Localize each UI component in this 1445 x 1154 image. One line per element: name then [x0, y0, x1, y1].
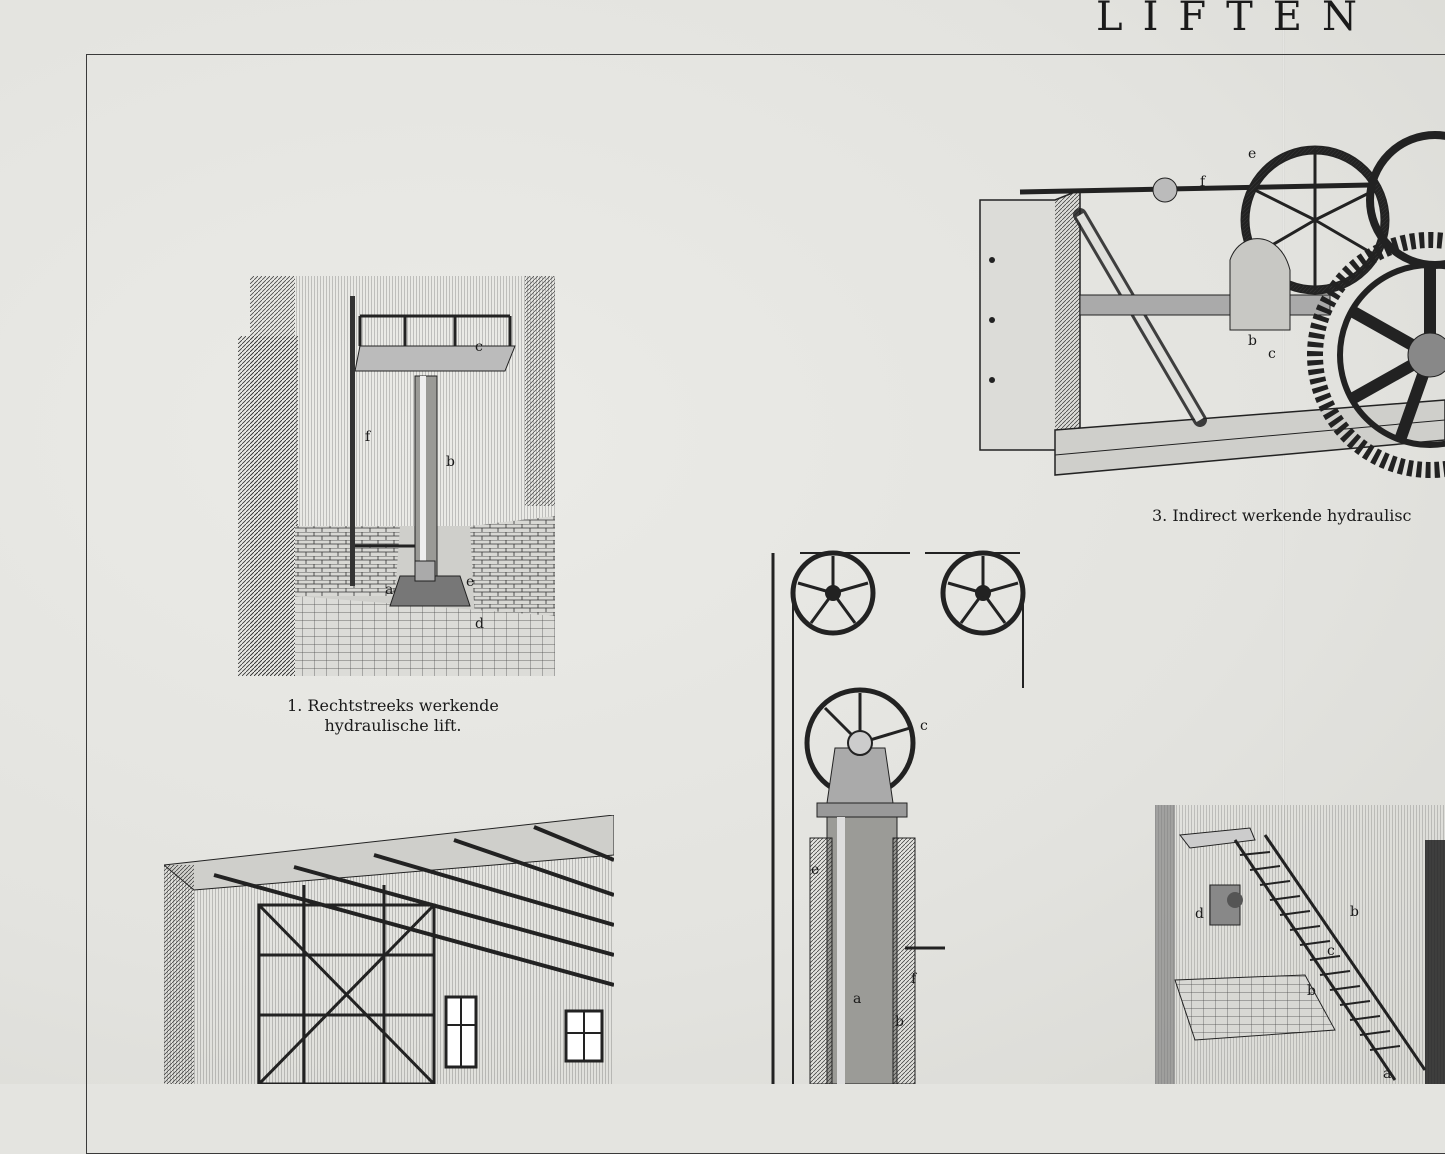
fig1-label-c: c: [475, 339, 483, 355]
fig2-label-e: e: [811, 862, 819, 878]
figure-1-caption-line2: hydraulische lift.: [324, 716, 462, 735]
fig2-label-c: c: [920, 718, 928, 734]
paper-fold: [1282, 0, 1285, 1084]
fig5-label-c: c: [1327, 943, 1335, 959]
staircase: [1233, 834, 1427, 1081]
figure-3-illustration: e f b c: [979, 131, 1445, 478]
machine-d: [1209, 884, 1243, 926]
fig3-label-f: f: [1200, 174, 1207, 190]
figure-3-caption-line1: 3. Indirect werkende hydraulisc: [1152, 506, 1412, 525]
fig3-label-c: c: [1268, 346, 1276, 362]
fig5-label-b: b: [1350, 904, 1359, 920]
fig1-label-e: e: [466, 574, 474, 590]
figure-2-illustration: c e f a b: [771, 550, 1026, 1084]
fig2-label-b: b: [895, 1014, 904, 1030]
figure-1-caption-line1: 1. Rechtstreeks werkende: [287, 696, 499, 715]
figure-4-illustration: [164, 815, 614, 1084]
fig3-label-e: e: [1248, 146, 1256, 162]
fig5-label-a: a: [1383, 1066, 1391, 1082]
fig3-label-b: b: [1248, 333, 1257, 349]
fig1-label-f: f: [365, 429, 372, 445]
fig2-label-a: a: [853, 991, 861, 1007]
fig5-label-b2: b: [1307, 983, 1316, 999]
hall-window-1: [444, 995, 478, 1069]
top-pulley-left: [790, 550, 876, 636]
figure-3-caption: 3. Indirect werkende hydraulisc: [1152, 506, 1412, 526]
plate-title: LIFTEN: [1096, 0, 1377, 40]
top-pulley-right: [940, 550, 1026, 636]
fig5-label-d: d: [1195, 906, 1204, 922]
fig1-label-d: d: [475, 616, 484, 632]
figure-1-illustration: c b f a e d: [238, 276, 555, 676]
figure-5-illustration: d b c b a: [1155, 805, 1445, 1084]
fig1-label-a: a: [385, 582, 393, 598]
lift-frame: [257, 885, 436, 1084]
figure-1-caption: 1. Rechtstreeks werkende hydraulische li…: [262, 696, 524, 736]
fig2-label-f: f: [911, 971, 918, 987]
fig1-label-b: b: [446, 454, 455, 470]
hall-window-2: [564, 1009, 604, 1063]
column-pulley: [804, 687, 916, 804]
